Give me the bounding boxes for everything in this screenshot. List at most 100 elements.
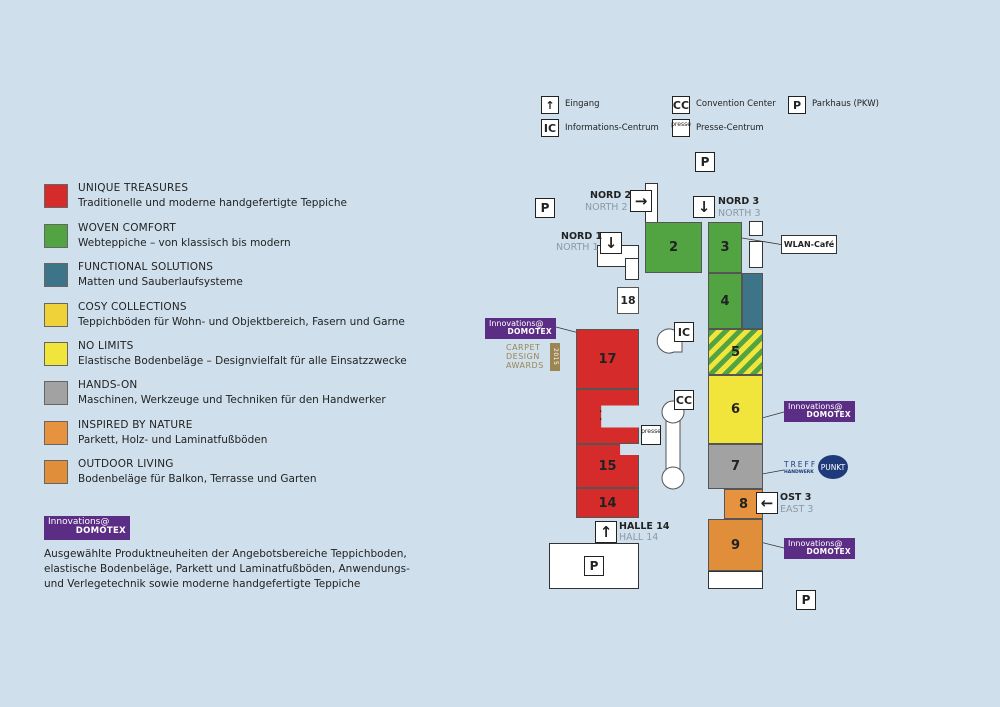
wlan-cafe-label[interactable]: WLAN-Café xyxy=(781,235,837,254)
legend-title: HANDS-ON xyxy=(78,379,138,391)
convention-center-icon: CC xyxy=(672,96,690,114)
building xyxy=(625,258,639,280)
arrow-right-icon[interactable]: → xyxy=(630,190,652,212)
legend-desc: Webteppiche – von klassisch bis modern xyxy=(78,237,291,249)
entrance-halle14: HALLE 14 xyxy=(619,521,670,532)
carpet-design-awards-logo: CARPET DESIGN AWARDS 2015 xyxy=(506,343,560,373)
entrance-nord2: NORD 2 xyxy=(590,190,632,201)
treffpunkt-punkt: PUNKT xyxy=(820,462,846,472)
parking-icon: P xyxy=(584,556,604,576)
innovations-domotex-logo: Innovations@ DOMOTEX xyxy=(485,318,556,339)
awards-line2: DESIGN xyxy=(506,352,540,361)
legend-swatch-cosy-collections xyxy=(44,303,68,327)
key-label-eingang: Eingang xyxy=(565,99,600,109)
parking-icon-letter: P xyxy=(801,593,811,607)
hall-2[interactable]: 2 xyxy=(645,222,702,273)
legend-title: NO LIMITS xyxy=(78,340,134,352)
innovations-line2: DOMOTEX xyxy=(806,410,851,419)
arrow-left-icon[interactable]: ← xyxy=(756,492,778,514)
press-icon-text: presse xyxy=(641,428,661,435)
key-label-ic: Informations-Centrum xyxy=(565,123,659,133)
innovations-line1: Innovations@ xyxy=(788,539,843,548)
hall-number: 17 xyxy=(598,351,617,367)
hall-number: 2 xyxy=(668,240,679,255)
legend-title: OUTDOOR LIVING xyxy=(78,458,174,470)
legend-title: COSY COLLECTIONS xyxy=(78,301,187,313)
hall-7[interactable]: 7 xyxy=(708,444,763,489)
awards-year: 2015 xyxy=(550,343,560,371)
treffpunkt-handwerk: HANDWERK xyxy=(784,470,814,475)
legend-swatch-functional-solutions xyxy=(44,263,68,287)
hall-4[interactable]: 4 xyxy=(708,273,742,329)
hall-3[interactable]: 3 xyxy=(708,222,742,273)
legend-title: FUNCTIONAL SOLUTIONS xyxy=(78,261,214,273)
legend-desc: Teppichböden für Wohn- und Objektbereich… xyxy=(78,316,405,328)
legend-title: WOVEN COMFORT xyxy=(78,222,176,234)
hall-number: 7 xyxy=(730,459,741,474)
legend-desc: Bodenbeläge für Balkon, Terrasse und Gar… xyxy=(78,473,317,485)
legend-swatch-inspired-by-nature xyxy=(44,421,68,445)
parking-icon: P xyxy=(788,96,806,114)
hall-number: 3 xyxy=(720,240,730,255)
building xyxy=(749,221,763,236)
legend-title: INSPIRED BY NATURE xyxy=(78,419,193,431)
innovations-line1: Innovations@ xyxy=(48,517,110,527)
hall-9[interactable]: 9 xyxy=(708,519,763,571)
legend-swatch-outdoor-living xyxy=(44,460,68,484)
hall-number: 8 xyxy=(738,496,749,512)
awards-line1: CARPET xyxy=(506,343,541,352)
press-centre-icon[interactable]: presse xyxy=(641,425,661,445)
parking-icon: P xyxy=(796,590,816,610)
hall-number: 18 xyxy=(620,294,636,307)
innovations-domotex-logo: Innovations@ DOMOTEX xyxy=(784,538,855,559)
hall-5[interactable]: 5 xyxy=(708,329,763,375)
convention-center-icon[interactable]: CC xyxy=(674,390,694,410)
innovations-line2: DOMOTEX xyxy=(75,526,126,536)
walkway-paths xyxy=(656,328,685,490)
key-label-presse: Presse-Centrum xyxy=(696,123,764,133)
innovations-line2: DOMOTEX xyxy=(806,547,851,556)
legend-swatch-no-limits xyxy=(44,342,68,366)
entrance-nord1: NORD 1 xyxy=(561,231,603,242)
hall-number: 6 xyxy=(730,402,741,417)
parking-icon-letter: P xyxy=(589,559,599,573)
entrance-north2: NORTH 2 xyxy=(585,202,628,213)
info-centre-icon[interactable]: IC xyxy=(674,322,694,342)
legend-swatch-woven-comfort xyxy=(44,224,68,248)
hall-number: 4 xyxy=(720,293,730,309)
entrance-east3: EAST 3 xyxy=(780,504,814,515)
innovations-line2: DOMOTEX xyxy=(507,327,552,336)
parking-icon: P xyxy=(695,152,715,172)
treffpunkt-circle: PUNKT xyxy=(818,455,848,479)
innovations-domotex-logo: Innovations@ DOMOTEX xyxy=(784,401,855,422)
key-label-parkhaus: Parkhaus (PKW) xyxy=(812,99,879,109)
arrow-down-icon[interactable]: ↓ xyxy=(600,232,622,254)
hall-number: 5 xyxy=(730,344,741,360)
innovations-line1: Innovations@ xyxy=(489,319,544,328)
hall-6[interactable]: 6 xyxy=(708,375,763,444)
hall-17[interactable]: 17 xyxy=(576,329,639,389)
innovations-description: Ausgewählte Produktneuheiten der Angebot… xyxy=(44,548,410,590)
press-icon-text: presse xyxy=(671,121,691,128)
hall-18[interactable]: 18 xyxy=(617,287,639,314)
legend-desc: Elastische Bodenbeläge – Designvielfalt … xyxy=(78,355,407,367)
legend-swatch-hands-on xyxy=(44,381,68,405)
hall-14[interactable]: 14 xyxy=(576,488,639,518)
entrance-ost3: OST 3 xyxy=(780,492,812,503)
legend-desc: Parkett, Holz- und Laminatfußböden xyxy=(78,434,268,446)
legend-title: UNIQUE TREASURES xyxy=(78,182,189,194)
arrow-down-icon[interactable]: ↓ xyxy=(693,196,715,218)
entrance-north1: NORTH 1 xyxy=(556,242,599,253)
press-centre-icon: presse xyxy=(671,119,691,137)
arrow-up-icon[interactable]: ↑ xyxy=(595,521,617,543)
legend-desc: Traditionelle und moderne handgefertigte… xyxy=(78,197,347,209)
entrance-hall14: HALL 14 xyxy=(619,532,659,543)
parking-icon-letter: P xyxy=(700,155,710,169)
parking-icon-letter: P xyxy=(540,201,550,215)
legend-desc: Maschinen, Werkzeuge und Techniken für d… xyxy=(78,394,386,406)
hall-4-annex xyxy=(742,273,763,329)
entrance-arrow-icon: ↑ xyxy=(541,96,559,114)
innovations-line1: Innovations@ xyxy=(788,402,843,411)
hall-number: 15 xyxy=(598,458,617,474)
